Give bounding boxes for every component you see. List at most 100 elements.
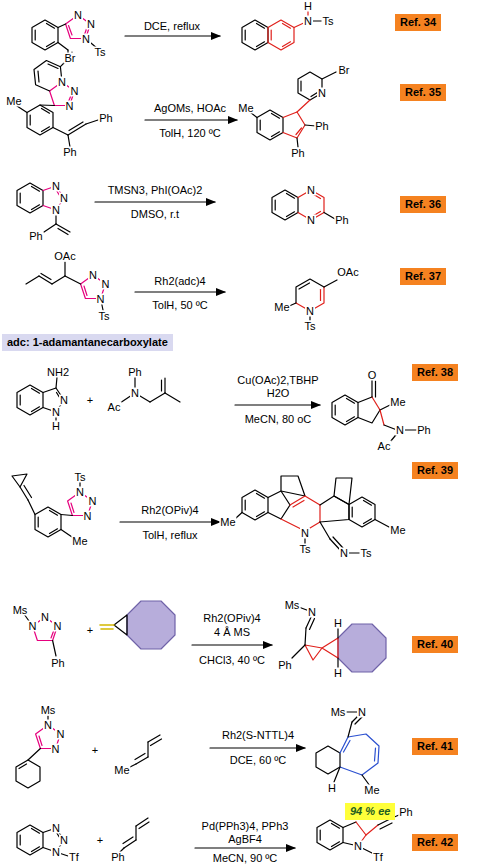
chem-label: DCE, reflux bbox=[143, 21, 201, 32]
chem-label: Ph bbox=[277, 660, 292, 671]
node-text: adc: 1-adamantanecarboxylate bbox=[7, 336, 168, 348]
node-text: Ref. 42 bbox=[417, 836, 453, 848]
chem-label: Ts bbox=[74, 472, 87, 483]
structure-r5 bbox=[17, 377, 417, 442]
chem-label: N bbox=[306, 215, 316, 226]
chem-label: Ts bbox=[94, 47, 107, 58]
chem-label: Me bbox=[389, 397, 406, 408]
node-text: Ref. 36 bbox=[405, 198, 441, 210]
chem-label: N bbox=[69, 86, 79, 97]
chem-label: N bbox=[353, 841, 363, 852]
reaction-arrows bbox=[95, 36, 320, 848]
chem-label: O bbox=[367, 370, 378, 381]
chem-label: N bbox=[51, 181, 61, 192]
chem-label: Ac bbox=[377, 441, 392, 452]
chem-label: Me bbox=[219, 517, 236, 528]
chem-label: N bbox=[96, 293, 106, 304]
chem-label: Rh2(S-NTTL)4 bbox=[221, 730, 295, 741]
chem-label: Ph bbox=[98, 113, 113, 124]
ref-badge: Ref. 42 bbox=[412, 834, 458, 851]
chem-label: N bbox=[395, 425, 405, 436]
chem-label: Ph bbox=[28, 231, 43, 242]
ref-badge: Ref. 35 bbox=[400, 84, 446, 101]
node-text: 94 % ee bbox=[350, 805, 390, 817]
chem-label: Ph bbox=[398, 807, 413, 818]
chem-label: N bbox=[305, 306, 315, 317]
ref-badge: Ref. 41 bbox=[412, 738, 458, 755]
chem-label: N bbox=[51, 823, 61, 834]
chem-label: H bbox=[333, 668, 343, 679]
chem-label: N bbox=[51, 743, 61, 754]
chem-label: N bbox=[303, 16, 313, 27]
chem-label: N bbox=[86, 19, 96, 30]
chem-label: N bbox=[59, 193, 69, 204]
chem-label: Ph bbox=[416, 425, 431, 436]
structure-r2 bbox=[17, 61, 336, 148]
chem-label: N bbox=[73, 10, 83, 21]
chem-label: N bbox=[87, 496, 97, 507]
structure-r4 bbox=[26, 262, 337, 320]
chem-label: Ms bbox=[284, 600, 301, 611]
chem-label: N bbox=[57, 77, 67, 88]
chem-label: N bbox=[81, 34, 91, 45]
chem-label: NH2 bbox=[46, 367, 70, 378]
structure-r7 bbox=[24, 601, 386, 672]
chem-label: Br bbox=[338, 65, 351, 76]
chem-label: N bbox=[75, 487, 85, 498]
chem-label: AgOMs, HOAc bbox=[153, 103, 227, 114]
chem-label: N bbox=[40, 612, 50, 623]
ref-badge: Ref. 38 bbox=[412, 364, 458, 381]
structure-r6 bbox=[12, 474, 389, 553]
chem-label: H2O bbox=[266, 388, 291, 399]
node-text: Ref. 34 bbox=[400, 16, 436, 28]
chem-label: Ph bbox=[314, 121, 329, 132]
chem-label: Ts bbox=[360, 548, 373, 559]
chem-label: Ts bbox=[322, 16, 335, 27]
chem-label: Tf bbox=[68, 852, 80, 863]
node-text: Ref. 41 bbox=[417, 740, 453, 752]
chem-label: + bbox=[96, 835, 104, 846]
chem-label: N bbox=[51, 847, 61, 858]
chem-label: N bbox=[59, 835, 69, 846]
chem-label: N bbox=[55, 729, 65, 740]
chem-label: N bbox=[52, 621, 62, 632]
chem-label: Ph bbox=[110, 852, 125, 863]
chem-label: Me bbox=[113, 765, 130, 776]
chem-label: TolH, 120 ºC bbox=[158, 128, 222, 139]
chem-label: N bbox=[339, 548, 349, 559]
chem-label: Tf bbox=[372, 852, 384, 863]
chem-label: N bbox=[51, 407, 61, 418]
chem-label: N bbox=[130, 388, 140, 399]
chem-label: Me bbox=[71, 536, 88, 547]
chem-label: Ms bbox=[330, 707, 347, 718]
chem-label: Ph bbox=[127, 367, 142, 378]
chem-label: N bbox=[307, 607, 317, 618]
chem-label: H bbox=[327, 783, 337, 794]
chem-label: Ts bbox=[98, 311, 111, 322]
structure-r8 bbox=[16, 712, 379, 788]
ref-badge: Ref. 39 bbox=[412, 462, 458, 479]
chem-label: Br bbox=[64, 53, 77, 64]
chem-label: N bbox=[317, 88, 327, 99]
chem-label: Rh2(OPiv)4 bbox=[140, 505, 199, 516]
chem-label: Ph bbox=[62, 147, 77, 158]
chem-label: N bbox=[43, 720, 53, 731]
ref-badge: Ref. 40 bbox=[412, 636, 458, 653]
chem-label: Ms bbox=[40, 705, 57, 716]
chem-label: Ph bbox=[50, 658, 65, 669]
chem-label: N bbox=[28, 621, 38, 632]
chem-label: + bbox=[91, 745, 99, 756]
chem-label: Me bbox=[389, 525, 406, 536]
structure-r9 bbox=[17, 815, 399, 856]
chem-label: N bbox=[51, 205, 61, 216]
chem-label: Ts bbox=[299, 544, 312, 555]
chem-label: Ts bbox=[304, 321, 317, 332]
structure-r3 bbox=[17, 183, 335, 235]
chem-label: Cu(OAc)2,TBHP bbox=[236, 375, 319, 386]
chem-label: Pd(PPh3)4, PPh3 bbox=[201, 821, 290, 832]
chem-label: Me bbox=[5, 96, 22, 107]
chem-label: DMSO, r.t bbox=[130, 209, 180, 220]
node-text: Ref. 35 bbox=[405, 86, 441, 98]
ref-badge: Ref. 37 bbox=[400, 268, 446, 285]
